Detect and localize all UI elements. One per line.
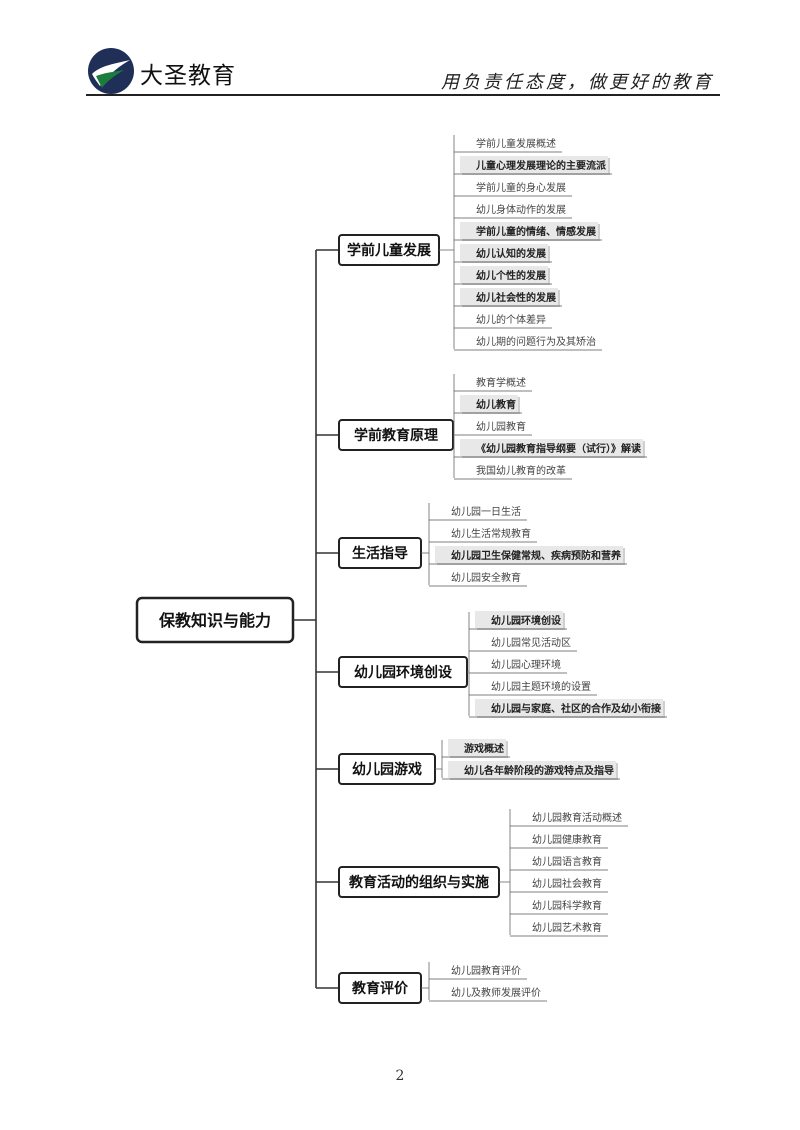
brand-name: 大圣教育 — [140, 63, 236, 89]
leaf-label: 幼儿园社会教育 — [532, 877, 602, 890]
leaf-label: 幼儿园健康教育 — [532, 833, 602, 846]
leaf-label: 幼儿生活常规教育 — [451, 527, 531, 540]
branch-node-label: 生活指导 — [352, 545, 408, 562]
branch-node-label: 学前儿童发展 — [347, 242, 431, 259]
leaf-label: 幼儿园科学教育 — [532, 899, 602, 912]
leaf-highlight — [460, 439, 643, 456]
leaf-highlight — [460, 266, 548, 283]
leaf-label: 幼儿园艺术教育 — [532, 921, 602, 934]
leaf-highlight — [460, 222, 598, 239]
leaf-label: 幼儿园一日生活 — [451, 505, 521, 518]
leaf-label: 幼儿园语言教育 — [532, 855, 602, 868]
leaf-label: 幼儿园主题环境的设置 — [491, 680, 591, 693]
branch-node-label: 教育活动的组织与实施 — [349, 874, 489, 891]
slogan: 用负责任态度，做更好的教育 — [441, 72, 714, 93]
leaf-label: 幼儿教育 — [476, 398, 516, 411]
leaf-highlight — [475, 611, 563, 628]
leaf-label: 学前儿童的情绪、情感发展 — [476, 225, 596, 238]
leaf-label: 《幼儿园教育指导纲要（试行）》解读 — [476, 442, 641, 455]
leaf-label: 学前儿童的身心发展 — [476, 181, 566, 194]
leaf-label: 幼儿身体动作的发展 — [476, 203, 566, 216]
branch-node-label: 幼儿园环境创设 — [354, 664, 453, 681]
page-number: 2 — [395, 1068, 405, 1084]
leaf-label: 幼儿的个体差异 — [476, 313, 546, 326]
leaf-label: 学前儿童发展概述 — [476, 137, 556, 150]
leaf-highlight — [460, 244, 548, 261]
leaf-label: 幼儿个性的发展 — [476, 269, 546, 282]
leaf-label: 幼儿园安全教育 — [451, 571, 521, 584]
leaf-label: 幼儿期的问题行为及其矫治 — [476, 335, 596, 348]
root-node-label: 保教知识与能力 — [158, 611, 271, 630]
leaf-highlight — [435, 546, 623, 563]
leaf-highlight — [448, 739, 506, 756]
branch-node-label: 教育评价 — [352, 980, 409, 997]
leaf-label: 游戏概述 — [464, 742, 504, 755]
leaf-label: 儿童心理发展理论的主要流派 — [475, 159, 607, 172]
leaf-highlight — [475, 699, 663, 716]
leaf-highlight — [460, 288, 558, 305]
leaf-label: 幼儿园教育评价 — [451, 964, 521, 977]
company-logo-icon — [88, 48, 134, 94]
leaf-label: 我国幼儿教育的改革 — [476, 464, 566, 477]
branch-node-label: 学前教育原理 — [354, 427, 438, 444]
leaf-label: 幼儿认知的发展 — [476, 247, 546, 260]
leaf-highlight — [448, 761, 616, 778]
leaf-label: 幼儿园常见活动区 — [491, 636, 571, 649]
leaf-label: 教育学概述 — [476, 376, 526, 389]
branch-node-label: 幼儿园游戏 — [352, 761, 422, 778]
leaf-highlight — [460, 156, 608, 173]
leaf-label: 幼儿园与家庭、社区的合作及幼小衔接 — [491, 702, 661, 715]
leaf-label: 幼儿各年龄阶段的游戏特点及指导 — [464, 764, 614, 777]
leaf-label: 幼儿园卫生保健常规、疾病预防和营养 — [451, 549, 622, 562]
leaf-label: 幼儿及教师发展评价 — [451, 986, 541, 999]
leaf-label: 幼儿园心理环境 — [491, 658, 561, 671]
leaf-label: 幼儿园教育 — [476, 420, 526, 433]
leaf-label: 幼儿园教育活动概述 — [532, 811, 622, 824]
header-divider — [86, 94, 720, 96]
leaf-highlight — [460, 395, 518, 412]
leaf-label: 幼儿园环境创设 — [491, 614, 561, 627]
leaf-label: 幼儿社会性的发展 — [476, 291, 556, 304]
